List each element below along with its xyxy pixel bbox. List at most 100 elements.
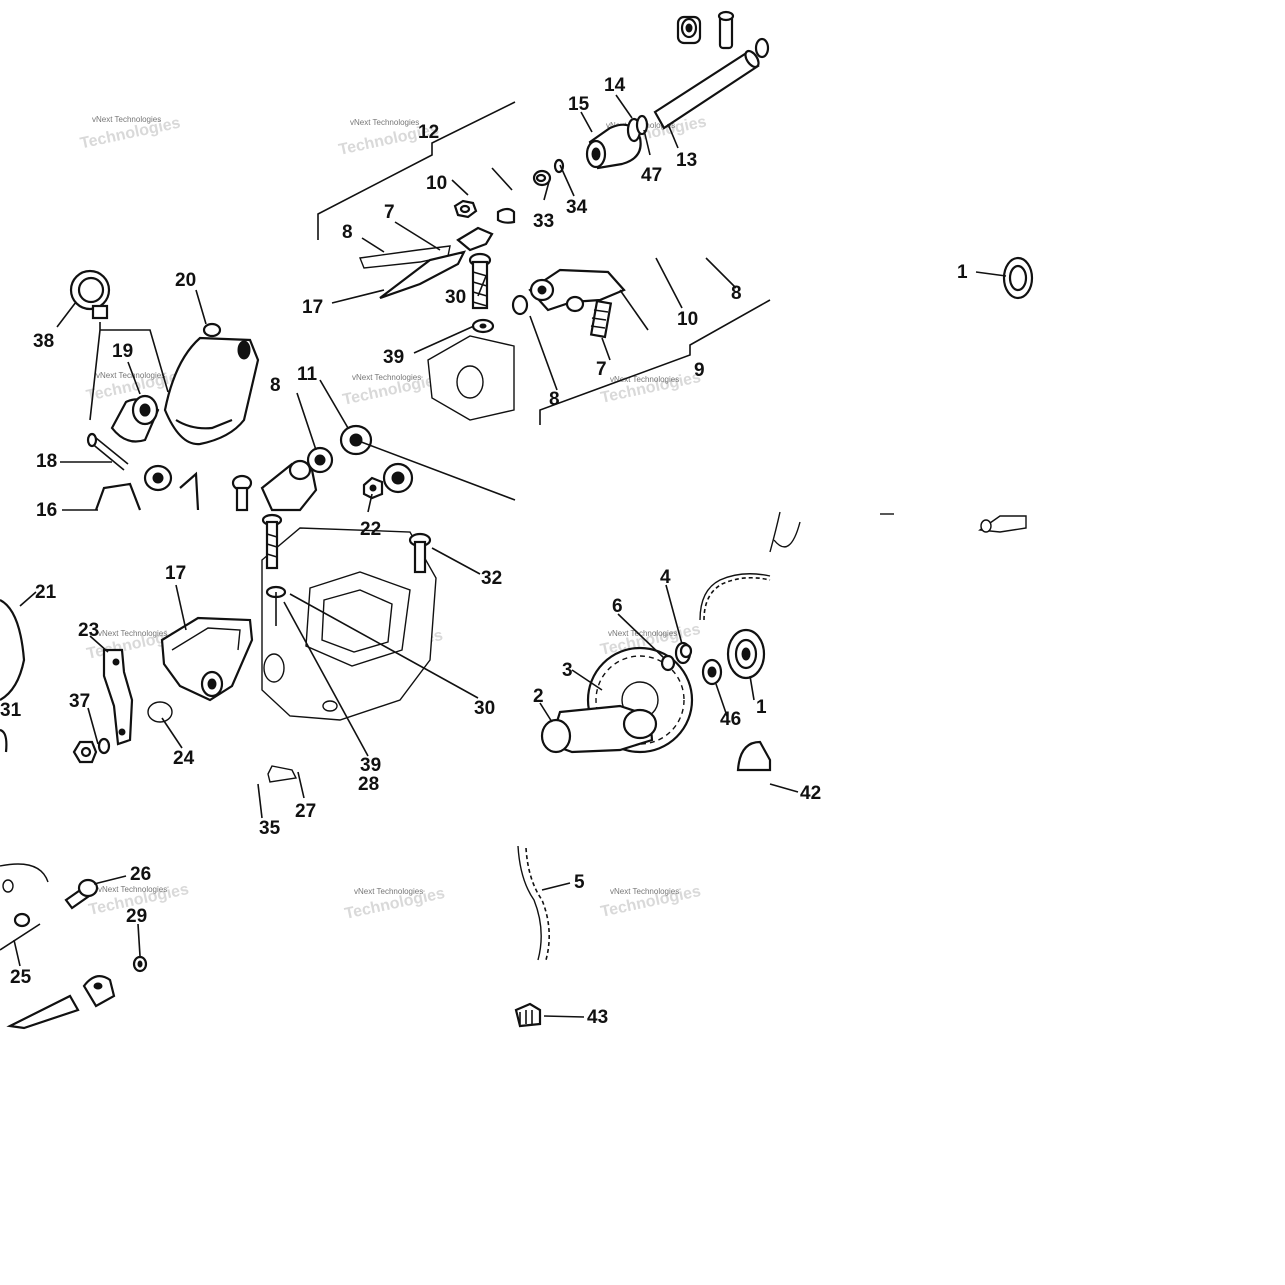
rocker-arm-body [456,207,516,252]
washer-6 [660,654,676,672]
callout-22: 22 [360,519,381,540]
guide-blade [379,250,467,300]
callout-15: 15 [568,94,590,115]
watermark-text: vNext Technologies [96,371,165,380]
bolt-26 [64,878,99,910]
callout-8d: 8 [549,389,560,410]
callout-35: 35 [259,818,281,839]
washer-46 [701,658,723,686]
tile-tensioner-left [0,599,254,764]
bolt-30 [468,252,492,310]
nut-37 [72,737,111,764]
support-block [427,335,515,421]
callout-19: 19 [112,341,133,362]
tile-rocker-arm-right [511,268,771,425]
callout-37: 37 [69,691,90,712]
leader-lines [13,94,1007,1018]
callout-16: 16 [36,500,57,521]
bushing-top [676,15,702,45]
watermark-text: vNext Technologies [98,629,167,638]
guide-plate [0,863,49,951]
callout-18: 18 [36,451,57,472]
callout-8b: 8 [270,375,281,396]
drive-chain-upper [699,573,771,621]
watermark-text: vNext Technologies [98,885,167,894]
bushing-8 [306,446,334,474]
callout-8c: 8 [731,283,742,304]
cylinder-head [261,527,437,721]
callout-42: 42 [800,783,821,804]
hose-clamp [69,269,111,320]
watermark-text: vNext Technologies [608,629,677,638]
rocker-shaft [653,49,760,130]
watermark-text: vNext Technologies [350,118,419,127]
callout-46: 46 [720,709,741,730]
cover-21 [0,599,26,701]
pin-top [717,10,735,50]
callout-labels: 12 14 15 13 47 10 33 34 8 7 20 38 19 18 … [0,75,968,1028]
callout-3: 3 [562,660,573,681]
leader-arrow [100,329,169,393]
callout-38: 38 [33,331,54,352]
washer-39 [471,318,495,334]
tile-cylinder-head-center [261,513,437,783]
rocker-arm-lower [260,459,318,512]
clip-29 [132,955,148,973]
ball-bearing-edge [1002,256,1034,300]
screw-18 [86,432,129,471]
watermark-text: vNext Technologies [92,115,161,124]
bolt-32 [408,532,432,574]
plug-43 [514,1002,542,1028]
tile-rocker-arm-pivot-center [260,250,516,512]
callout-7b: 7 [596,359,607,380]
callout-43: 43 [587,1007,608,1028]
tile-cam-sprocket-chain [540,511,894,772]
ball-bearing-1 [726,628,766,680]
callout-31: 31 [0,700,22,721]
watermark-text: vNext Technologies [610,887,679,896]
adjuster-screw-right [589,299,613,339]
tile-rocker-holder-top-left [69,269,260,512]
callout-28: 28 [358,774,379,795]
callout-11: 11 [297,364,318,385]
callout-33: 33 [533,211,554,232]
watermark-text: vNext Technologies [354,887,423,896]
chain-segment-5 [517,845,550,961]
callout-26: 26 [130,864,151,885]
washer-pair [626,114,649,143]
callout-24: 24 [173,748,195,769]
watermark-text: vNext Technologies [352,373,421,382]
spring-clip-24 [147,701,173,723]
callout-4: 4 [660,567,671,588]
callout-27: 27 [295,801,316,822]
tensioner-guide-17 [160,616,254,702]
callout-1-edge: 1 [957,262,968,283]
camshaft-2 [540,704,658,754]
clip-27 [267,765,298,783]
callout-13: 13 [676,150,697,171]
sleeve-19 [110,394,160,443]
shaft-stub-end [980,519,992,533]
tile-tensioner-guide-bottom-left [0,863,148,1030]
callout-8: 8 [342,222,353,243]
callout-29: 29 [126,906,147,927]
bushing-lower [382,462,414,494]
leader-line [491,167,513,191]
callout-47: 47 [641,165,662,186]
callout-23: 23 [78,620,99,641]
tile-chain-and-plug-bottom [514,845,550,1028]
callout-7: 7 [384,202,395,223]
hex-nut [453,199,478,219]
assembly-bracket-9 [539,299,771,425]
tile-camshaft-rocker-arm-top [317,10,770,269]
callout-17b: 17 [165,563,186,584]
callout-20: 20 [175,270,196,291]
callout-10: 10 [426,173,447,194]
tile-bearing-right-edge [978,256,1034,533]
tensioner-rod [6,975,116,1030]
plate-16 [94,464,253,512]
snap-ring [532,169,552,187]
part-31 [0,728,8,753]
callout-5: 5 [574,872,585,893]
